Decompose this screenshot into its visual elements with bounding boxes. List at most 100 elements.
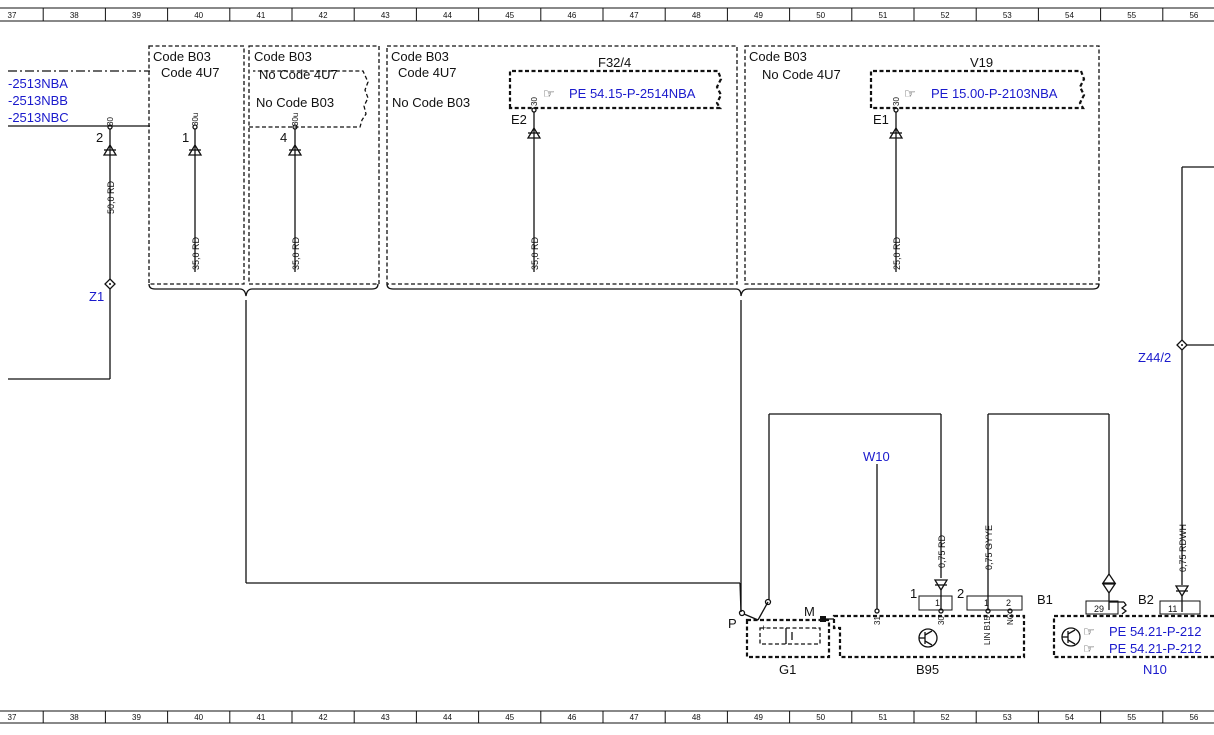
pin-label: 30 (937, 616, 946, 625)
pin-label: 11 (1168, 604, 1177, 614)
wire-label: 35,0 RD (291, 236, 301, 270)
wire-label: 0,75 RD (937, 534, 947, 568)
wire-label: 0,75 RDWH (1178, 524, 1188, 572)
pin-label: 30 (106, 117, 115, 126)
code-box-f32: Code B03 Code 4U7 No Code B03 F32/4 ☞ PE… (386, 45, 738, 285)
wire-label: 35,0 RD (530, 236, 540, 270)
component-v19: V19 (970, 55, 993, 70)
code-label: No Code 4U7 (762, 67, 841, 82)
component-z1[interactable]: Z1 (89, 289, 104, 304)
ruler-column-number: 50 (816, 713, 825, 722)
pin-label: 4 (280, 130, 287, 145)
code-label: No Code B03 (256, 95, 334, 110)
hand-pointer-icon: ☞ (1083, 624, 1095, 639)
hand-pointer-icon: ☞ (543, 86, 555, 101)
ruler-column-number: 45 (505, 11, 514, 20)
pin-label: B1 (1037, 592, 1053, 607)
ref-link-n10[interactable]: PE 54.21-P-212 (1109, 624, 1202, 639)
ruler-column-number: 53 (1003, 713, 1012, 722)
ref-link[interactable]: -2513NBC (8, 110, 69, 125)
component-n10[interactable]: N10 (1143, 662, 1167, 677)
pin-label: B2 (1138, 592, 1154, 607)
ref-link-f32[interactable]: PE 54.15-P-2514NBA (569, 86, 696, 101)
ruler-column-number: 49 (754, 11, 763, 20)
sensor-b95: W10 31 0,75 RD 1 30 1 0,75 GYYE 1 2 2 LI… (832, 413, 1109, 677)
code-label: Code 4U7 (161, 65, 220, 80)
ruler-column-number: 55 (1127, 11, 1136, 20)
pin-label: LIN B15 (983, 616, 992, 645)
pin-label: 2 (1006, 598, 1011, 608)
ruler-column-number: 49 (754, 713, 763, 722)
ruler-column-number: 56 (1189, 11, 1198, 20)
ruler-column-number: 51 (878, 713, 887, 722)
ruler-column-number: 47 (630, 11, 639, 20)
component-g1: G1 (779, 662, 796, 677)
ruler-column-number: 43 (381, 713, 390, 722)
pin-label: P (728, 616, 737, 631)
plus-sign: + (761, 623, 766, 633)
ruler-column-number: 39 (132, 11, 141, 20)
ruler-column-number: 37 (8, 713, 17, 722)
code-label: No Code B03 (392, 95, 470, 110)
ruler-column-number: 44 (443, 11, 452, 20)
ruler-column-number: 46 (567, 713, 576, 722)
ref-link[interactable]: -2513NBA (8, 76, 68, 91)
pin-label: 30 (530, 97, 539, 106)
ruler-column-number: 42 (319, 11, 328, 20)
code-label: Code B03 (254, 49, 312, 64)
pin-label: M (804, 604, 815, 619)
code-box-v19: Code B03 No Code 4U7 V19 ☞ PE 15.00-P-21… (744, 45, 1100, 285)
ruler-column-number: 54 (1065, 713, 1074, 722)
code-label: No Code 4U7 (259, 67, 338, 82)
component-w10[interactable]: W10 (863, 449, 890, 464)
component-z44[interactable]: Z44/2 (1138, 350, 1171, 365)
ruler-column-number: 37 (8, 11, 17, 20)
ruler-column-number: 38 (70, 713, 79, 722)
pin-label: 29 (1094, 604, 1104, 614)
brace (148, 283, 379, 297)
ruler-column-number: 46 (567, 11, 576, 20)
code-label: Code B03 (391, 49, 449, 64)
module-n10: B1 29 Z44/2 0,75 RDWH B2 11 ☞ PE 54.21-P… (1037, 166, 1214, 677)
ref-link[interactable]: -2513NBB (8, 93, 68, 108)
code-box-no-4u7: Code B03 No Code 4U7 No Code B03 4 30u 3… (248, 45, 380, 285)
ruler-column-number: 50 (816, 11, 825, 20)
ruler-column-number: 39 (132, 713, 141, 722)
ruler-column-number: 42 (319, 713, 328, 722)
pin-label: E2 (511, 112, 527, 127)
component-b95: B95 (916, 662, 939, 677)
component-f32: F32/4 (598, 55, 631, 70)
left-connector-block: -2513NBA -2513NBB -2513NBC 2 30 50,0 RD … (8, 70, 150, 380)
ruler-column-number: 48 (692, 713, 701, 722)
ref-link-v19[interactable]: PE 15.00-P-2103NBA (931, 86, 1058, 101)
pin-label: NC (1006, 613, 1015, 625)
pin-label: 30u (291, 113, 300, 126)
ruler-column-number: 52 (941, 713, 950, 722)
pin-label: 30 (892, 97, 901, 106)
ruler-column-number: 54 (1065, 11, 1074, 20)
wire-label: 0,75 GYYE (984, 525, 994, 570)
ruler-column-number: 55 (1127, 713, 1136, 722)
code-label: Code B03 (749, 49, 807, 64)
pin-label: 2 (957, 586, 964, 601)
ruler-column-number: 45 (505, 713, 514, 722)
ruler-column-number: 43 (381, 11, 390, 20)
ruler-column-number: 40 (194, 713, 203, 722)
pin-label: E1 (873, 112, 889, 127)
wire-label: 50,0 RD (106, 180, 116, 214)
pin-label: 1 (910, 586, 917, 601)
brace (386, 283, 1100, 297)
ruler-column-number: 56 (1189, 713, 1198, 722)
ruler-column-number: 52 (941, 11, 950, 20)
code-box-4u7: Code B03 Code 4U7 1 30u 35,0 RD (148, 45, 245, 285)
ref-link-n10[interactable]: PE 54.21-P-212 (1109, 641, 1202, 656)
wire-label: 35,0 RD (191, 236, 201, 270)
pin-label: 31 (873, 616, 882, 625)
ruler-column-number: 41 (256, 11, 265, 20)
ruler-column-number: 48 (692, 11, 701, 20)
pin-label: 2 (96, 130, 103, 145)
ruler-column-number: 38 (70, 11, 79, 20)
